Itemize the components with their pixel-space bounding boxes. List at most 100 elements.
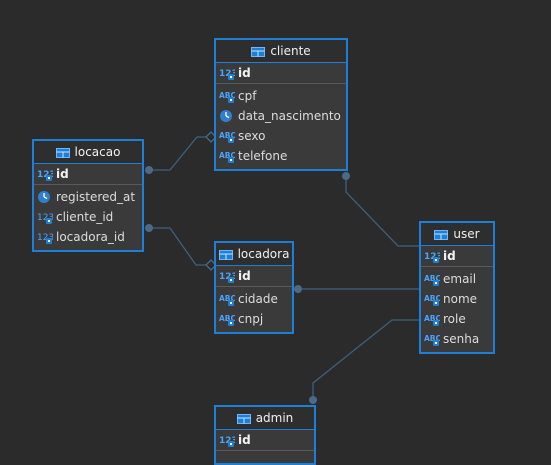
svg-text:123: 123 [37, 233, 53, 243]
column-name: senha [443, 332, 480, 346]
column-name: locadora_id [56, 230, 125, 244]
primary-key-name: id [238, 66, 251, 80]
svg-text:123: 123 [219, 436, 235, 446]
table-icon [236, 413, 251, 424]
svg-text:ABC: ABC [424, 274, 440, 283]
text-type-icon: ABC [424, 332, 440, 346]
svg-text:ABC: ABC [424, 314, 440, 323]
entity-header[interactable]: cliente [216, 40, 346, 63]
column-name: registered_at [56, 190, 136, 204]
entity-header[interactable]: locadora [216, 243, 292, 266]
numeric-type-icon: 123 [37, 167, 53, 181]
column-name: role [443, 312, 466, 326]
table-icon [434, 229, 449, 240]
table-icon [218, 249, 233, 260]
primary-key-name: id [238, 433, 251, 447]
entity-header[interactable]: locacao [34, 141, 142, 164]
clock-icon [37, 190, 53, 204]
svg-text:ABC: ABC [219, 91, 235, 100]
entity-name: locacao [74, 145, 121, 159]
primary-key-name: id [443, 249, 456, 263]
svg-text:ABC: ABC [219, 131, 235, 140]
connector-end-dot [145, 224, 153, 232]
numeric-type-icon: 123 [37, 210, 53, 224]
svg-text:ABC: ABC [219, 294, 235, 303]
text-type-icon: ABC [219, 312, 235, 326]
column-name: telefone [238, 149, 288, 163]
entity-name: admin [255, 411, 294, 425]
numeric-type-icon: 123 [219, 433, 235, 447]
svg-text:ABC: ABC [424, 294, 440, 303]
column-name: cpf [238, 89, 257, 103]
column-row[interactable]: data_nascimento [216, 106, 346, 126]
column-name: data_nascimento [238, 109, 341, 123]
svg-text:123: 123 [219, 272, 235, 282]
entity-header[interactable]: user [421, 223, 493, 246]
svg-text:ABC: ABC [219, 151, 235, 160]
numeric-type-icon: 123 [37, 230, 53, 244]
text-type-icon: ABC [219, 292, 235, 306]
table-icon [55, 147, 70, 158]
text-type-icon: ABC [219, 149, 235, 163]
column-name: cidade [238, 292, 278, 306]
column-row[interactable]: registered_at [34, 187, 142, 207]
entity-name: locadora [237, 247, 290, 261]
connector-end-dot [309, 396, 317, 404]
connector-admin-user[interactable] [312, 319, 420, 400]
text-type-icon: ABC [424, 312, 440, 326]
entity-name: cliente [270, 44, 311, 58]
connector-cliente-user[interactable] [345, 176, 420, 247]
connector-locacao-cliente[interactable] [149, 136, 206, 171]
svg-text:123: 123 [37, 213, 53, 223]
numeric-type-icon: 123 [219, 269, 235, 283]
text-type-icon: ABC [424, 292, 440, 306]
svg-text:123: 123 [37, 170, 53, 180]
connector-locacao-locadora[interactable] [149, 227, 206, 266]
svg-text:ABC: ABC [219, 314, 235, 323]
text-type-icon: ABC [219, 89, 235, 103]
numeric-type-icon: 123 [219, 66, 235, 80]
clock-icon [219, 109, 235, 123]
svg-text:123: 123 [424, 252, 440, 262]
connector-end-dot [294, 285, 302, 293]
column-name: email [443, 272, 477, 286]
entity-name: user [453, 227, 480, 241]
numeric-type-icon: 123 [424, 249, 440, 263]
table-icon [251, 46, 266, 57]
svg-text:ABC: ABC [424, 334, 440, 343]
primary-key-name: id [56, 167, 69, 181]
column-name: nome [443, 292, 478, 306]
connector-end-dot [145, 166, 153, 174]
column-name: cnpj [238, 312, 264, 326]
connector-end-dot [342, 172, 350, 180]
svg-text:123: 123 [219, 69, 235, 79]
entity-header[interactable]: admin [216, 407, 314, 430]
primary-key-name: id [238, 269, 251, 283]
text-type-icon: ABC [424, 272, 440, 286]
